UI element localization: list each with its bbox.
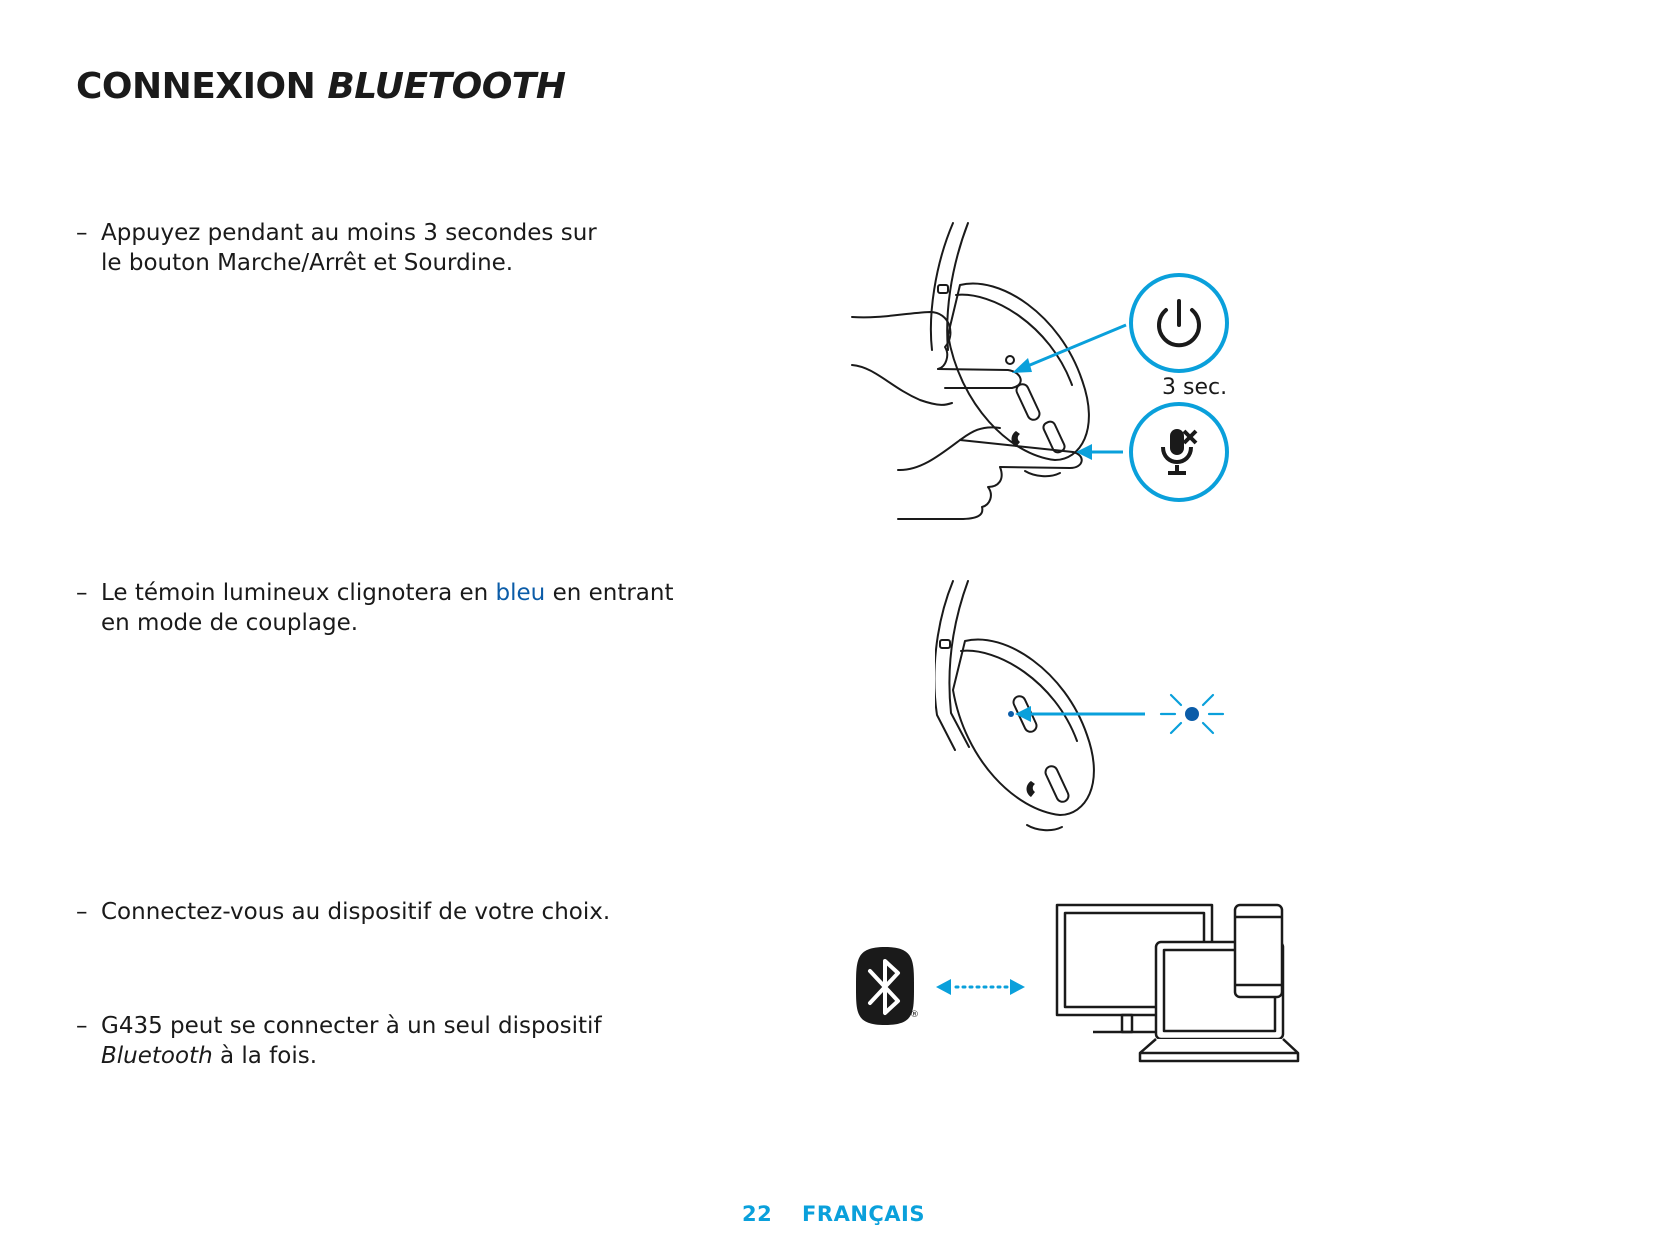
step-3-text: Connectez-vous au dispositif de votre ch… (101, 899, 611, 925)
step-1: – Appuyez pendant au moins 3 secondes su… (76, 218, 696, 278)
step-dash: – (76, 220, 88, 246)
mute-mic-icon (1129, 402, 1229, 502)
step-dash: – (76, 899, 88, 925)
power-icon (1129, 273, 1229, 373)
page-number: 22 (742, 1202, 773, 1226)
step-4-text-before: G435 peut se connecter à un seul disposi… (101, 1013, 602, 1039)
led-illustration (935, 580, 1225, 832)
step-4-italic: Bluetooth (101, 1043, 213, 1069)
step-1-text: Appuyez pendant au moins 3 secondes sur … (101, 220, 597, 276)
step-3: – Connectez-vous au dispositif de votre … (76, 897, 696, 927)
title-plain: CONNEXION (76, 66, 316, 107)
led-blink-icon (1159, 693, 1225, 735)
step-2-text-after: en entrant en mode de couplage. (101, 580, 674, 636)
title-italic: BLUETOOTH (327, 66, 566, 107)
footer-language: FRANÇAIS (802, 1202, 925, 1226)
devices-illustration (856, 903, 1300, 1063)
press-buttons-illustration (851, 222, 1229, 520)
step-dash: – (76, 1013, 88, 1039)
step-4-text-after: à la fois. (219, 1043, 318, 1069)
bluetooth-logo-icon (856, 947, 914, 1025)
registered-mark: ® (910, 1010, 919, 1020)
step-4-text: G435 peut se connecter à un seul disposi… (76, 1011, 611, 1071)
page-title: CONNEXION BLUETOOTH (76, 66, 566, 107)
page-footer: 22 FRANÇAIS (0, 1202, 1667, 1226)
step-2-text-before: Le témoin lumineux clignotera en (101, 580, 489, 606)
step-dash: – (76, 580, 88, 606)
phone-icon (1233, 903, 1284, 999)
step-2-text: Le témoin lumineux clignotera en bleu en… (76, 578, 691, 638)
step-2: – Le témoin lumineux clignotera en bleu … (76, 578, 696, 638)
step-2-highlight: bleu (495, 580, 546, 606)
step-4: – G435 peut se connecter à un seul dispo… (76, 1011, 696, 1071)
press-duration-label: 3 sec. (1162, 375, 1228, 400)
